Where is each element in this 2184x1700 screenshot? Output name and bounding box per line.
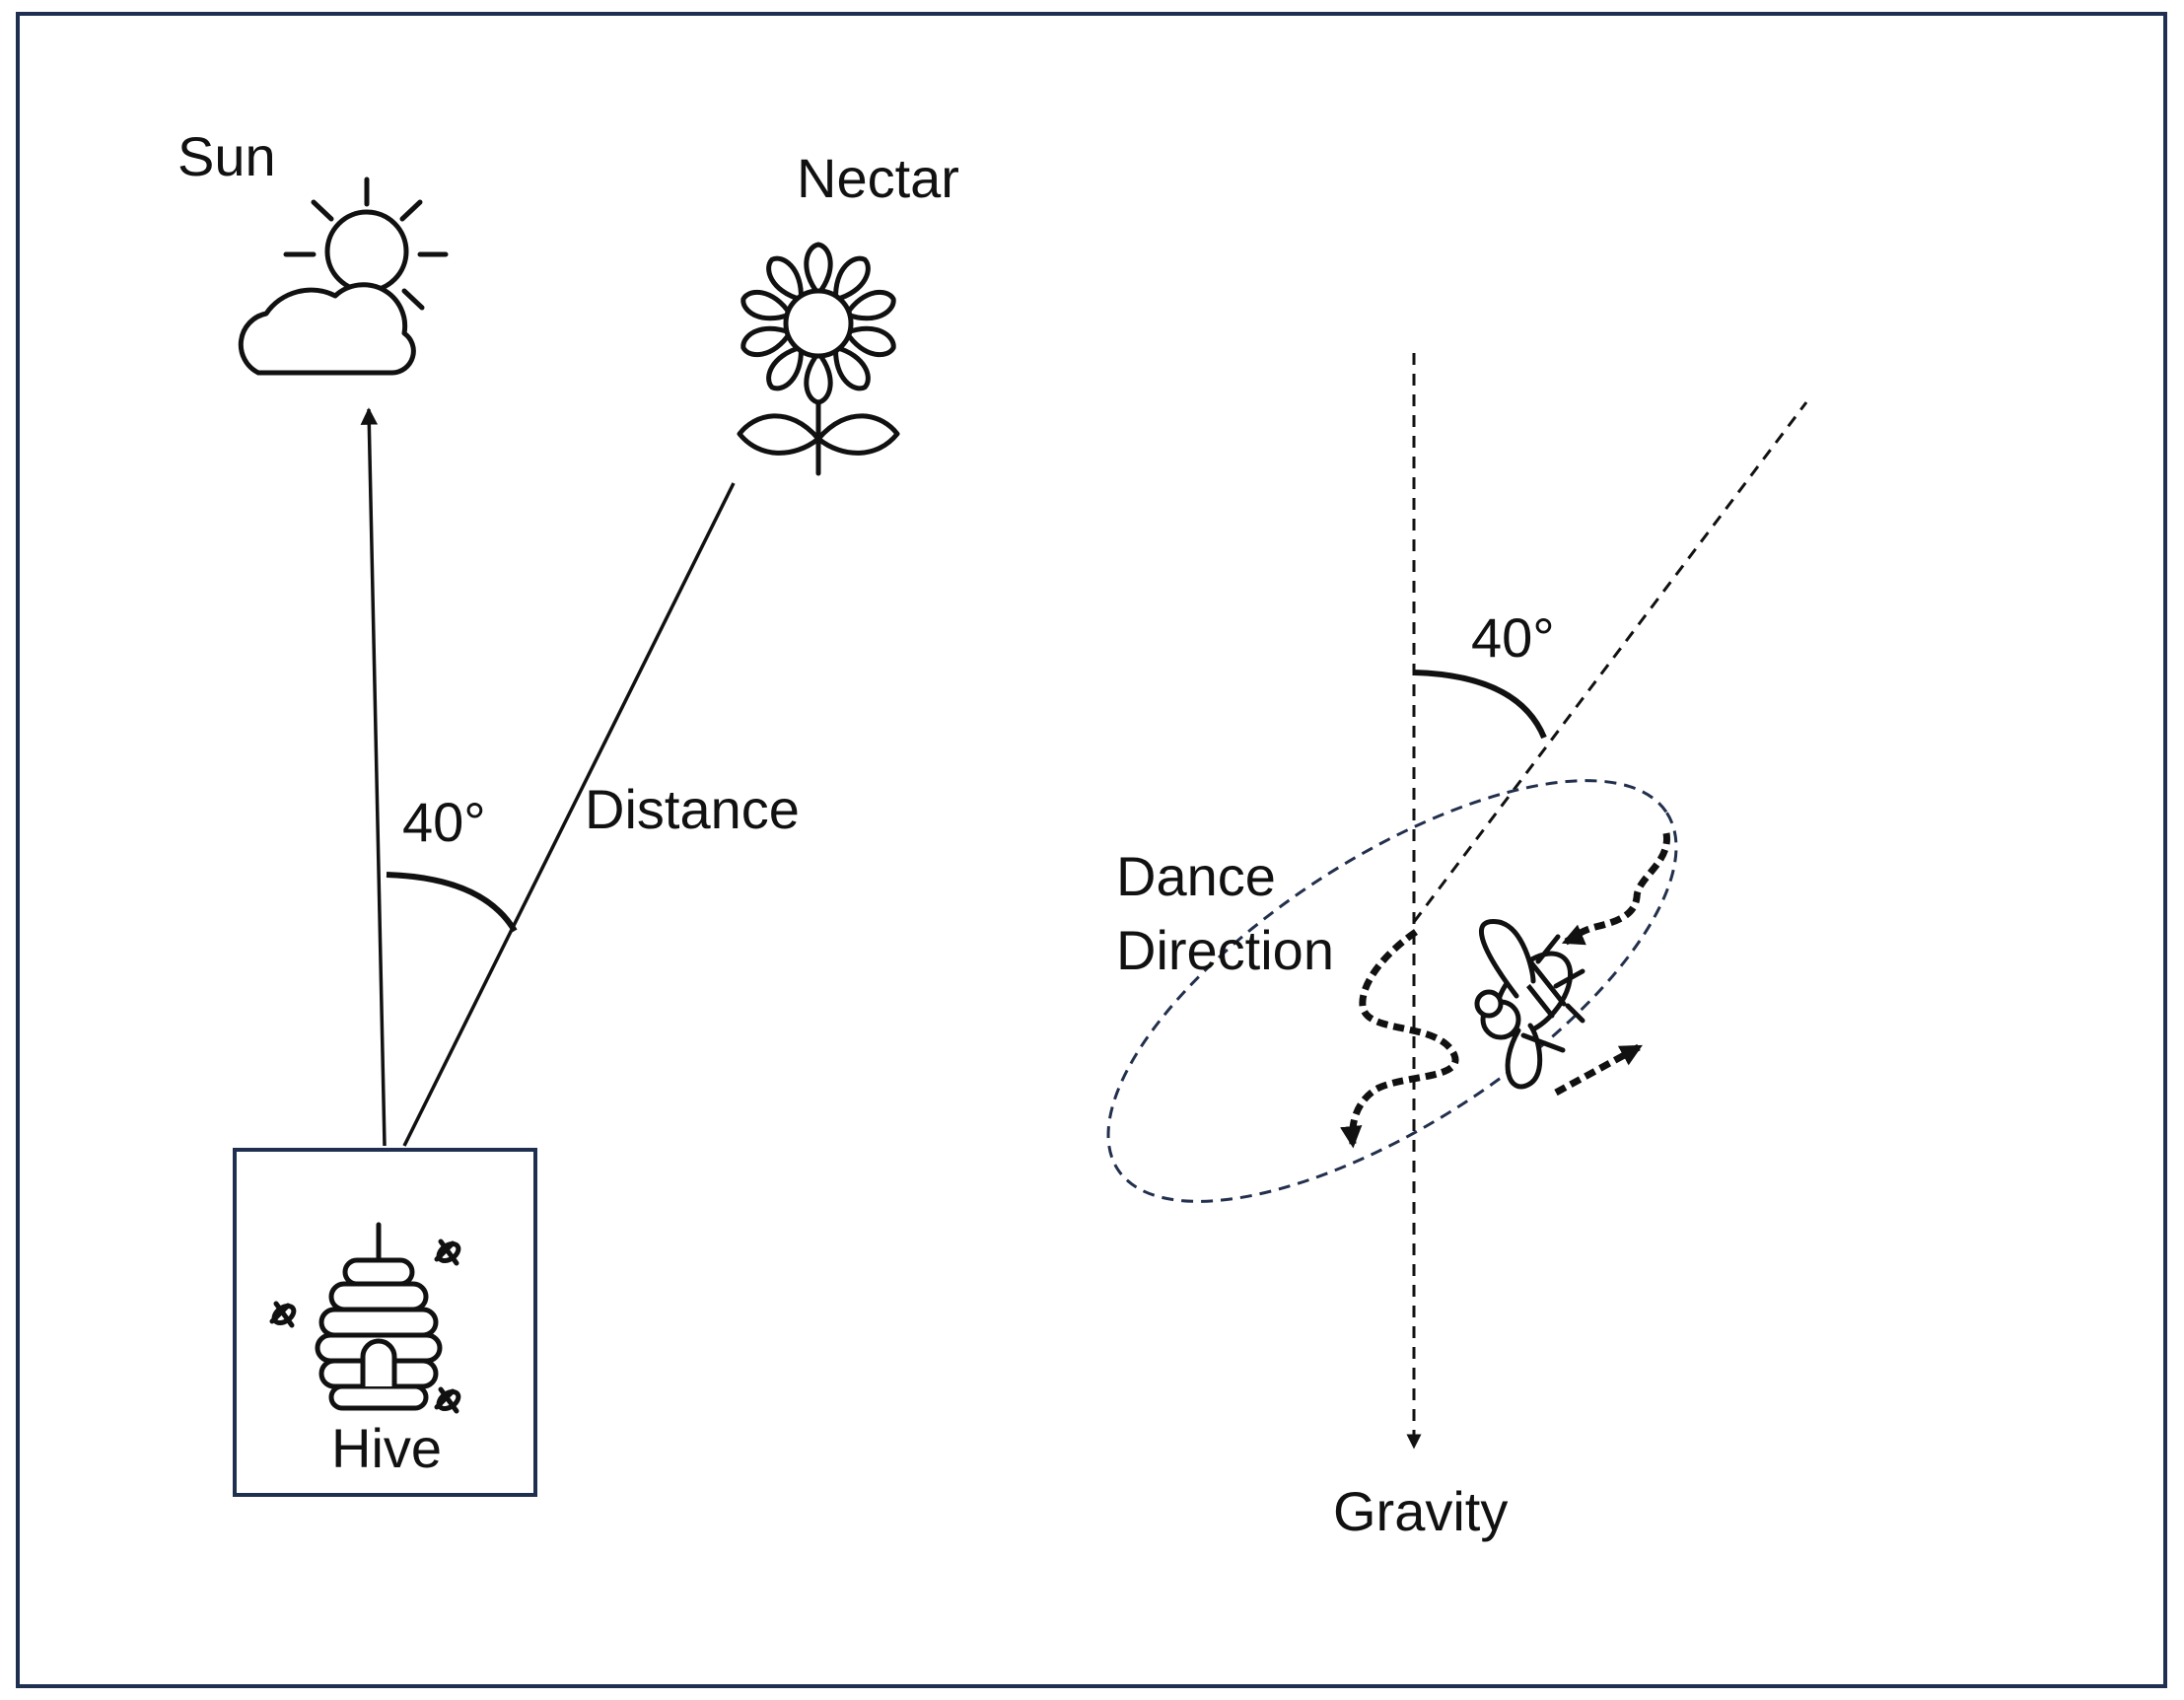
small-bee-icon [434, 1239, 461, 1266]
waggle-path-right [1561, 832, 1670, 946]
small-bee-icon [269, 1301, 297, 1328]
bee-icon [1474, 918, 1585, 1090]
beehive-icon [315, 1222, 443, 1411]
waggle-return-arrow [1554, 1043, 1643, 1097]
angle-label-right: 40° [1471, 606, 1555, 669]
dance-direction-label-line2: Direction [1116, 919, 1334, 981]
dance-direction-label-line1: Dance [1116, 845, 1276, 907]
hive-box [233, 1148, 537, 1497]
sunflower-petal [804, 242, 833, 297]
angle-arc-left [386, 872, 518, 933]
distance-label: Distance [585, 778, 800, 840]
angle-arc-right [1413, 670, 1547, 740]
sunflower-petal [844, 325, 896, 358]
outer-frame [16, 12, 2167, 1688]
sunflower-petal [766, 255, 804, 303]
sun-label: Sun [177, 125, 276, 187]
sun-behind-cloud-icon [238, 177, 449, 376]
waggle-path-left [1340, 929, 1459, 1149]
dance-ellipse [1106, 779, 1678, 1203]
nectar-label: Nectar [797, 147, 959, 209]
sunflower-petal [740, 325, 793, 358]
sunflower-petal [804, 350, 833, 405]
dance-angle-line [1412, 401, 1808, 923]
sunflower-petal [833, 255, 871, 303]
small-bee-icon [434, 1386, 461, 1414]
sunflower-petal [766, 344, 804, 391]
sunflower-petal [833, 344, 871, 391]
angle-label-left: 40° [402, 791, 486, 853]
sun-direction-arrow [360, 407, 387, 1147]
sunflower-petal [844, 289, 896, 321]
nectar-direction-line [402, 482, 736, 1147]
sunflower-petal [740, 289, 793, 321]
sunflower-icon [737, 242, 900, 476]
gravity-label: Gravity [1333, 1480, 1508, 1542]
hive-label: Hive [331, 1417, 442, 1479]
